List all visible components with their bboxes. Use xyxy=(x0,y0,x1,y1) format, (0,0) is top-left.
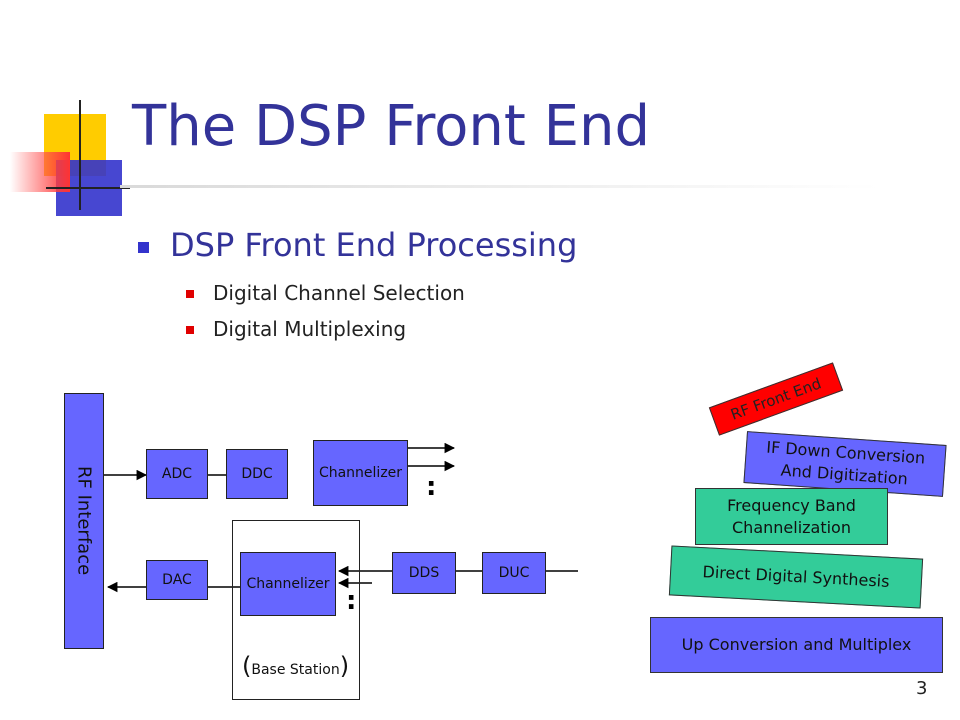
stack-frequency-band: Frequency Band Channelization xyxy=(695,488,888,545)
freq-band-line2: Channelization xyxy=(732,517,851,537)
bullet-marker-sub xyxy=(186,326,194,334)
paren-close: ) xyxy=(339,652,350,680)
adc-block: ADC xyxy=(146,449,208,499)
stack-up-conversion: Up Conversion and Multiplex xyxy=(650,617,943,673)
ellipsis-dots: : xyxy=(346,586,357,616)
rf-interface-label: RF Interface xyxy=(73,466,95,576)
vertical-line xyxy=(79,100,81,210)
bullet-level1: DSP Front End Processing xyxy=(170,226,578,264)
ddc-block: DDC xyxy=(226,449,288,499)
rf-interface-block: RF Interface xyxy=(64,393,104,649)
bullet-marker-sub xyxy=(186,290,194,298)
bullet-level2-item: Digital Multiplexing xyxy=(213,317,407,341)
red-square xyxy=(10,152,70,192)
freq-band-line1: Frequency Band xyxy=(727,495,856,515)
paren-open: ( xyxy=(242,652,252,680)
horizontal-line xyxy=(46,187,130,189)
base-station-label: (Base Station) xyxy=(242,652,349,680)
base-station-text: Base Station xyxy=(251,662,340,678)
duc-block: DUC xyxy=(482,552,546,594)
corner-decoration xyxy=(0,90,140,220)
channelizer-rx-block: Channelizer xyxy=(313,440,408,506)
dac-block: DAC xyxy=(146,560,208,600)
bullet-marker xyxy=(138,242,149,253)
channelizer-tx-block: Channelizer xyxy=(240,552,336,616)
page-number: 3 xyxy=(916,678,928,699)
ellipsis-dots: : xyxy=(426,472,437,502)
title-underline xyxy=(120,185,880,188)
dds-block: DDS xyxy=(392,552,456,594)
base-station-frame xyxy=(232,520,360,700)
bullet-level2-item: Digital Channel Selection xyxy=(213,281,465,305)
slide-title: The DSP Front End xyxy=(132,94,651,159)
